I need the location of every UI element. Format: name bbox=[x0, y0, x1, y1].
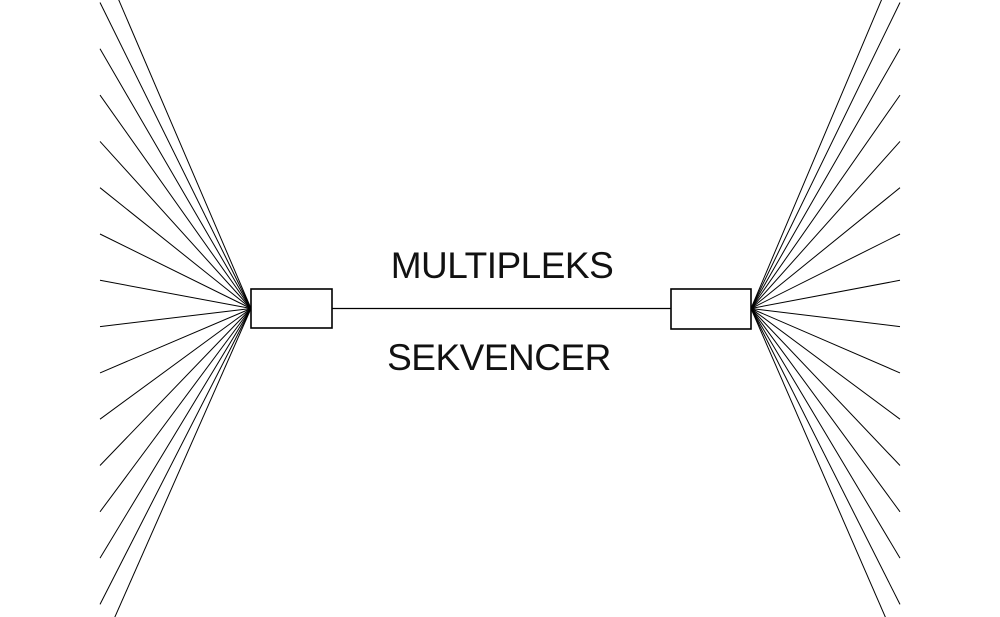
left-fan-line bbox=[99, 308, 252, 513]
right-fan-line bbox=[750, 279, 901, 309]
left-fan-line bbox=[99, 308, 252, 559]
left-fan-line bbox=[99, 308, 252, 420]
right-fan-line bbox=[750, 308, 901, 559]
label-sekvencer: SEKVENCER bbox=[387, 337, 611, 378]
left-fan-line bbox=[99, 48, 252, 309]
right-fan-line bbox=[750, 308, 901, 605]
left-fan-line bbox=[118, 0, 252, 309]
right-fan-line bbox=[750, 308, 901, 420]
left-multiplexer-box bbox=[250, 288, 333, 329]
right-fan bbox=[750, 0, 901, 617]
left-fan-line bbox=[99, 308, 252, 328]
right-fan-line bbox=[750, 308, 901, 328]
left-fan-line bbox=[99, 233, 252, 309]
label-multipleks: MULTIPLEKS bbox=[390, 245, 614, 286]
left-fan-line bbox=[99, 308, 252, 466]
right-fan-line bbox=[750, 141, 901, 309]
right-fan-line bbox=[750, 308, 901, 374]
left-fan-line bbox=[99, 2, 252, 309]
left-fan-line bbox=[99, 308, 252, 374]
right-fan-line bbox=[750, 187, 901, 309]
right-fan-line bbox=[750, 94, 901, 309]
right-fan-line bbox=[750, 233, 901, 309]
left-fan-line bbox=[99, 279, 252, 309]
left-fan bbox=[99, 0, 252, 617]
right-fan-line bbox=[750, 0, 883, 309]
right-fan-line bbox=[750, 308, 901, 466]
left-fan-line bbox=[99, 308, 252, 605]
left-fan-line bbox=[99, 94, 252, 309]
left-fan-line bbox=[99, 141, 252, 309]
right-multiplexer-box bbox=[670, 288, 752, 330]
left-fan-line bbox=[99, 187, 252, 309]
left-fan-line bbox=[114, 308, 252, 617]
right-fan-line bbox=[750, 308, 901, 513]
right-fan-line bbox=[750, 2, 901, 309]
right-fan-line bbox=[750, 48, 901, 309]
right-fan-line bbox=[750, 308, 886, 617]
